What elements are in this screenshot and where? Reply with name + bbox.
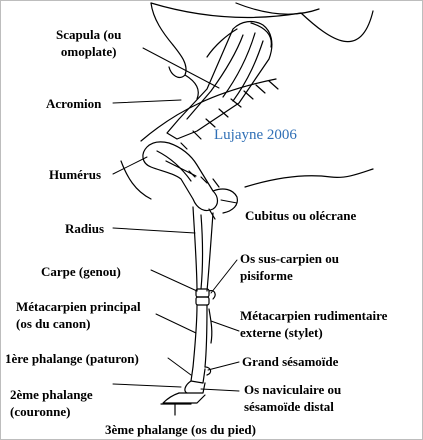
label-sus-carpien: Os sus-carpien ou pisiforme [240,250,339,284]
label-grand-sesamoide: Grand sésamoïde [242,354,339,369]
label-metacarpien-rudimentaire-line2: externe (stylet) [240,325,323,340]
body-outline [120,2,374,200]
radius-bone [192,206,214,292]
label-metacarpien-principal-line2: (os du canon) [16,316,91,331]
label-radius: Radius [65,221,105,236]
label-metacarpien-principal-line1: Métacarpien principal [16,299,141,314]
label-phalange-3: 3ème phalange (os du pied) [105,422,256,437]
ribs [140,78,279,188]
humerus-bone [142,141,219,212]
label-naviculaire-line1: Os naviculaire ou [244,382,342,397]
carpus-bones [195,288,216,306]
label-scapula-line1: Scapula (ou [56,27,122,42]
sesamoid-bone [204,366,212,376]
author-watermark: Lujayne 2006 [214,127,297,143]
neck-vertebrae [168,44,199,100]
label-phalange-2-line1: 2ème phalange [10,387,93,402]
label-metacarpien-rudimentaire: Métacarpien rudimentaire externe (stylet… [240,307,387,341]
ground-lines [160,403,192,416]
label-metacarpien-principal: Métacarpien principal (os du canon) [16,298,141,332]
label-naviculaire-line2: sésamoïde distal [244,399,334,414]
label-scapula: Scapula (ou omoplate) [56,26,121,60]
label-phalange-2: 2ème phalange (couronne) [10,386,93,420]
label-cubitus: Cubitus ou olécrane [245,208,357,223]
label-carpe: Carpe (genou) [41,264,121,279]
label-naviculaire: Os naviculaire ou sésamoïde distal [244,381,341,415]
olecranon-bone [208,188,238,220]
leader-lines [112,47,240,392]
label-scapula-line2: omoplate) [60,44,117,59]
scapula-bone [166,20,273,140]
label-phalange-1: 1ère phalange (paturon) [5,351,139,366]
phalanx-bones [162,366,206,404]
label-phalange-2-line2: (couronne) [10,404,71,419]
label-acromion: Acromion [46,96,102,111]
metacarpal-bones [192,304,213,368]
label-sus-carpien-line2: pisiforme [240,268,293,283]
label-sus-carpien-line1: Os sus-carpien ou [240,251,339,266]
label-metacarpien-rudimentaire-line1: Métacarpien rudimentaire [240,308,388,323]
label-humerus: Humérus [49,167,101,182]
